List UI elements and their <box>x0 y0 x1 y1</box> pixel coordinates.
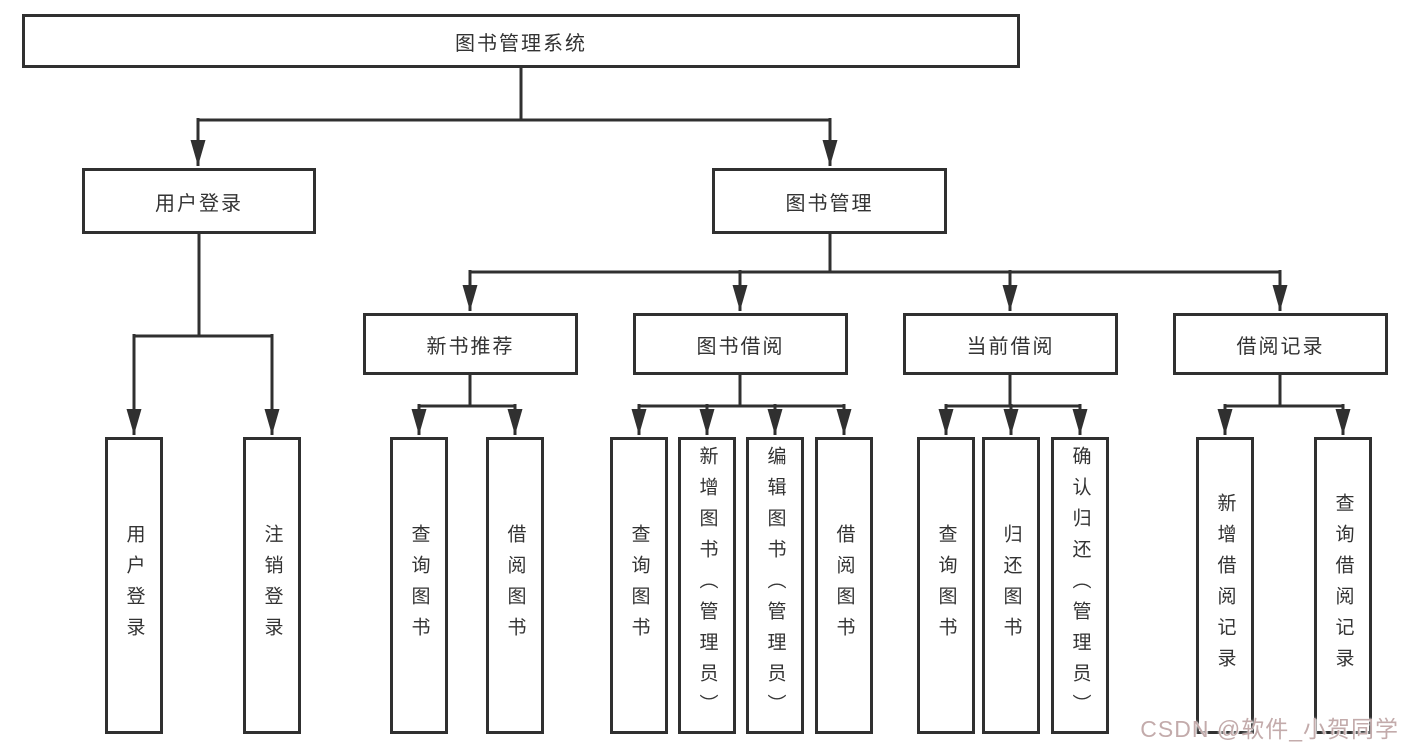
leaf-cb-return-book-label: 归还图书 <box>1000 523 1022 648</box>
leaf-bb-query-book: 查询图书 <box>610 437 668 734</box>
node-root-label: 图书管理系统 <box>455 32 587 55</box>
node-current-borrow-label: 当前借阅 <box>966 335 1055 358</box>
node-new-book-recommend-label: 新书推荐 <box>426 335 515 358</box>
leaf-logout: 注销登录 <box>243 437 301 734</box>
node-borrow-records: 借阅记录 <box>1173 313 1388 375</box>
leaf-nb-borrow-book: 借阅图书 <box>486 437 544 734</box>
leaf-bb-edit-book: 编辑图书（管理员） <box>746 437 804 734</box>
leaf-bb-edit-book-label: 编辑图书（管理员） <box>764 446 786 725</box>
leaf-cb-query-book-label: 查询图书 <box>935 523 957 648</box>
node-book-borrow: 图书借阅 <box>633 313 848 375</box>
leaf-cb-confirm-return-label: 确认归还（管理员） <box>1069 446 1091 725</box>
leaf-br-add-record-label: 新增借阅记录 <box>1214 492 1236 679</box>
node-book-borrow-label: 图书借阅 <box>696 335 785 358</box>
csdn-watermark: CSDN @软件_小贺同学 <box>1140 716 1399 742</box>
leaf-cb-return-book: 归还图书 <box>982 437 1040 734</box>
leaf-bb-borrow-book: 借阅图书 <box>815 437 873 734</box>
leaf-bb-add-book: 新增图书（管理员） <box>678 437 736 734</box>
leaf-user-login: 用户登录 <box>105 437 163 734</box>
node-user-login: 用户登录 <box>82 168 316 234</box>
node-current-borrow: 当前借阅 <box>903 313 1118 375</box>
node-root: 图书管理系统 <box>22 14 1020 68</box>
leaf-cb-confirm-return: 确认归还（管理员） <box>1051 437 1109 734</box>
node-user-login-label: 用户登录 <box>155 192 243 215</box>
leaf-nb-borrow-book-label: 借阅图书 <box>504 523 526 648</box>
node-new-book-recommend: 新书推荐 <box>363 313 578 375</box>
leaf-br-add-record: 新增借阅记录 <box>1196 437 1254 734</box>
leaf-br-query-record-label: 查询借阅记录 <box>1332 492 1354 679</box>
leaf-bb-add-book-label: 新增图书（管理员） <box>696 446 718 725</box>
leaf-nb-query-book-label: 查询图书 <box>408 523 430 648</box>
leaf-bb-query-book-label: 查询图书 <box>628 523 650 648</box>
node-borrow-records-label: 借阅记录 <box>1236 335 1325 358</box>
node-book-management-label: 图书管理 <box>785 192 874 215</box>
leaf-user-login-label: 用户登录 <box>123 523 145 648</box>
leaf-nb-query-book: 查询图书 <box>390 437 448 734</box>
leaf-bb-borrow-book-label: 借阅图书 <box>833 523 855 648</box>
leaf-logout-label: 注销登录 <box>261 523 283 648</box>
node-book-management: 图书管理 <box>712 168 947 234</box>
leaf-br-query-record: 查询借阅记录 <box>1314 437 1372 734</box>
leaf-cb-query-book: 查询图书 <box>917 437 975 734</box>
